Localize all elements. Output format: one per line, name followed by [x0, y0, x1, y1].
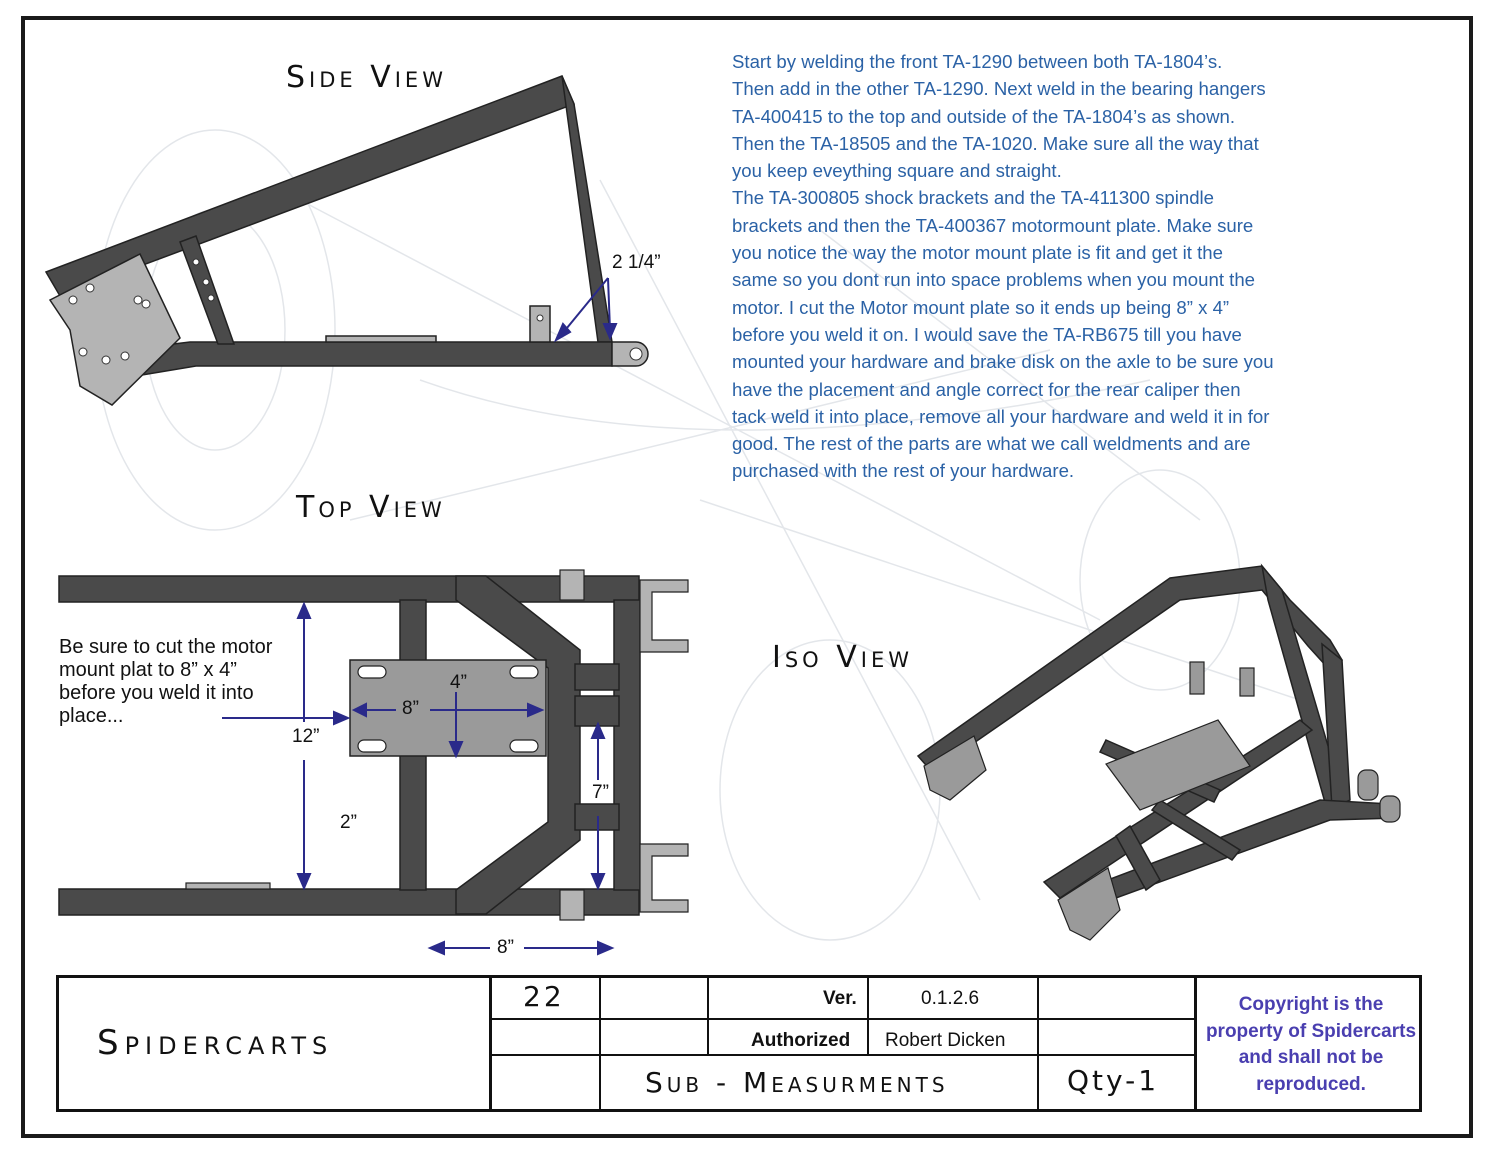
iso-view-title: Iso View [772, 640, 913, 675]
note-line: mount plat to 8” x 4” [59, 659, 237, 681]
dim-side-height: 2 1/4” [612, 252, 661, 273]
instruction-line: same so you dont run into space problems… [732, 269, 1255, 291]
iso-motor-plate [1105, 719, 1251, 811]
instruction-line: purchased with the rest of your hardware… [732, 460, 1075, 482]
top-cross-right [613, 599, 641, 891]
top-rail-lower [58, 888, 640, 916]
top-rail-upper [58, 575, 640, 603]
instruction-line: you notice the way the motor mount plate… [732, 242, 1223, 264]
side-shock-bracket [529, 305, 551, 343]
side-bearing-plate [48, 252, 181, 406]
copyright-notice: Copyright is the property of Spidercarts… [1205, 994, 1417, 1095]
drawing-title: Sub - Measurments [645, 1066, 949, 1099]
authorized-label: Authorized [751, 1030, 851, 1051]
dim-bottom-8: 8” [497, 937, 514, 958]
version-value: 0.1.2.6 [921, 988, 980, 1009]
instruction-line: have the placement and angle correct for… [732, 378, 1241, 400]
dim-top-12: 12” [292, 726, 320, 747]
instruction-line: before you weld it on. I would save the … [732, 323, 1242, 345]
motor-plate-note: Be sure to cut the motor mount plat to 8… [59, 636, 272, 728]
instruction-line: mounted your hardware and brake disk on … [732, 351, 1274, 373]
instruction-line: Then add in the other TA-1290. Next weld… [732, 78, 1266, 100]
side-view-title: Side View [286, 60, 447, 95]
note-line: Be sure to cut the motor [59, 636, 273, 658]
version-label: Ver. [823, 988, 857, 1009]
iso-bearing-plate-b [1057, 867, 1121, 941]
authorized-value: Robert Dicken [885, 1030, 1006, 1051]
iso-rear-rail-b [1321, 642, 1351, 810]
note-line: place... [59, 705, 124, 727]
dim-plate-height: 4” [450, 672, 467, 693]
side-plate-edge [325, 335, 437, 343]
instruction-line: brackets and then the TA-400367 motormou… [732, 214, 1254, 236]
instruction-line: Start by welding the front TA-1290 betwe… [732, 51, 1223, 72]
iso-bearing-plate-a [923, 735, 987, 801]
dim-top-2: 2” [340, 812, 357, 833]
sheet-number: 22 [523, 980, 565, 1013]
title-block: Spidercarts 22 Ver. 0.1.2.6 Authorized R… [56, 975, 1422, 1112]
instruction-line: motor. I cut the Motor mount plate so it… [732, 296, 1230, 318]
iso-cross-b [1150, 799, 1242, 861]
instruction-line: you keep eveything square and straight. [732, 160, 1062, 182]
instruction-line: Then the TA-18505 and the TA-1020. Make … [732, 132, 1259, 154]
assembly-instructions: Start by welding the front TA-1290 betwe… [732, 48, 1412, 485]
quantity: Qty-1 [1067, 1064, 1160, 1097]
company-name: Spidercarts [97, 1023, 334, 1063]
iso-cross-c [1115, 824, 1161, 892]
instruction-line: TA-400415 to the top and outside of the … [732, 105, 1236, 127]
dim-top-7: 7” [592, 782, 609, 803]
top-v-brace [455, 575, 581, 915]
instruction-line: tack weld it into place, remove all your… [732, 405, 1270, 427]
instruction-line: good. The rest of the parts are what we … [732, 433, 1251, 455]
top-view-title: Top View [296, 490, 446, 525]
top-bar-a [574, 663, 620, 691]
note-line: before you weld it into [59, 682, 254, 704]
instruction-line: The TA-300805 shock brackets and the TA-… [732, 187, 1215, 209]
dim-plate-width: 8” [402, 698, 419, 719]
